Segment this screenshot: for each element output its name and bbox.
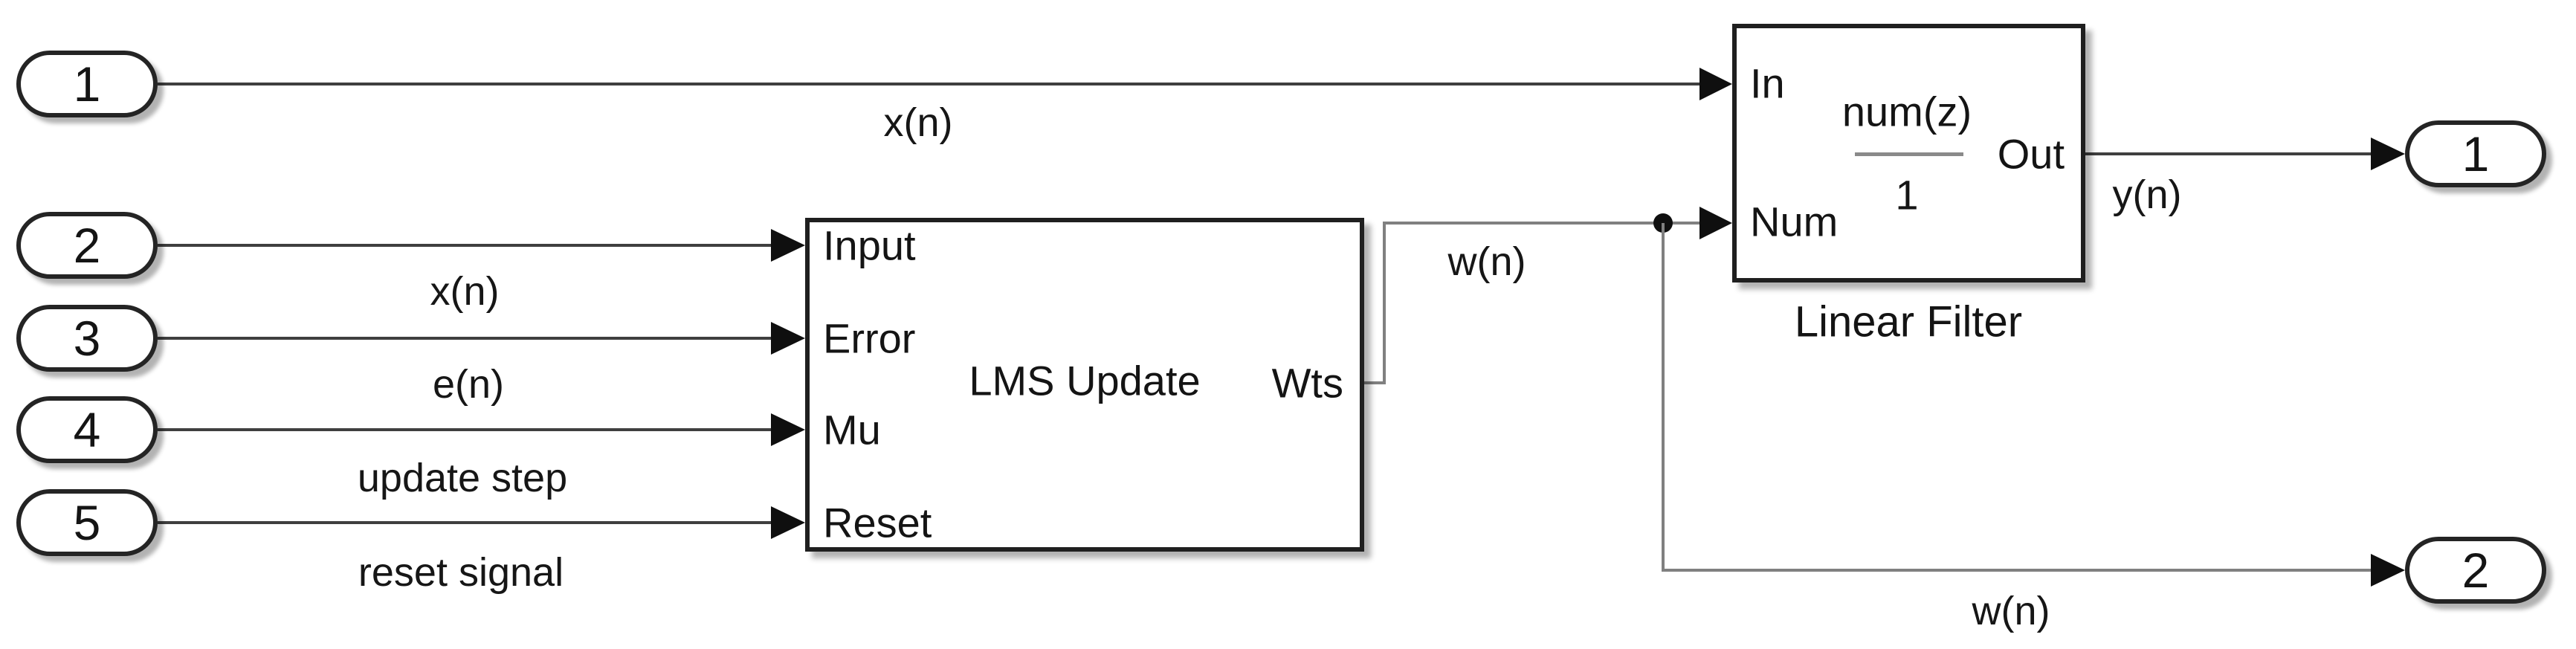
arrowhead-icon — [771, 506, 805, 539]
outport-2[interactable]: 2 — [2405, 537, 2546, 604]
arrowhead-icon — [1699, 207, 1732, 239]
linear-filter-caption: Linear Filter — [1794, 297, 2023, 346]
inport-5[interactable]: 5 — [16, 489, 158, 556]
signal-label-yn: y(n) — [2112, 172, 2182, 217]
lms-port-reset-label: Reset — [823, 499, 932, 546]
inport-3[interactable]: 3 — [16, 305, 158, 372]
arrowhead-icon — [2371, 138, 2405, 170]
arrowhead-icon — [771, 322, 805, 355]
outport-1-label: 1 — [2462, 126, 2490, 181]
lms-port-mu-label: Mu — [823, 406, 881, 453]
signal-label-wn-bottom: w(n) — [1972, 589, 2050, 633]
block-lms-update[interactable]: Input Error Mu Reset LMS Update Wts — [805, 218, 1364, 552]
outport-1[interactable]: 1 — [2405, 120, 2546, 187]
wire-xn-to-lms-input[interactable] — [158, 229, 805, 262]
arrowhead-icon — [771, 413, 805, 446]
signal-label-xn-top: x(n) — [883, 100, 953, 145]
wire-yn-out-to-outport1[interactable] — [2085, 138, 2405, 170]
transfer-fn-numerator: num(z) — [1841, 88, 1972, 135]
wire-update-step-to-lms-mu[interactable] — [158, 413, 805, 446]
inport-1-label: 1 — [73, 56, 101, 112]
linear-filter-port-num-label: Num — [1750, 198, 1839, 245]
inport-3-label: 3 — [73, 311, 101, 366]
wire-wn-wts-to-num[interactable] — [1364, 207, 1732, 384]
arrowhead-icon — [2371, 554, 2405, 587]
lms-port-wts-label: Wts — [1271, 359, 1343, 407]
lms-port-error-label: Error — [823, 314, 916, 362]
signal-label-wn-mid: w(n) — [1447, 239, 1526, 284]
linear-filter-port-out-label: Out — [1997, 130, 2065, 178]
block-linear-filter[interactable]: In Num Out num(z) 1 — [1732, 24, 2085, 282]
arrowhead-icon — [771, 229, 805, 262]
wire-xn-to-linear-filter-in[interactable] — [158, 68, 1732, 100]
inport-1[interactable]: 1 — [16, 51, 158, 117]
inport-2[interactable]: 2 — [16, 212, 158, 279]
wire-wn-branch-to-outport2[interactable] — [1662, 223, 2405, 587]
arrowhead-icon — [1699, 68, 1732, 100]
signal-label-xn-left: x(n) — [430, 269, 500, 314]
inport-5-label: 5 — [73, 495, 101, 550]
lms-port-input-label: Input — [823, 222, 916, 269]
transfer-fn-fraction-bar — [1855, 152, 1963, 156]
signal-label-update-step: update step — [357, 456, 568, 500]
inport-2-label: 2 — [73, 218, 101, 273]
linear-filter-port-in-label: In — [1750, 59, 1785, 107]
inport-4[interactable]: 4 — [16, 396, 158, 463]
outport-2-label: 2 — [2462, 543, 2490, 598]
transfer-fn-denominator: 1 — [1895, 171, 1919, 219]
wire-en-to-lms-error[interactable] — [158, 322, 805, 355]
lms-update-block-name: LMS Update — [969, 357, 1201, 404]
inport-4-label: 4 — [73, 402, 101, 457]
signal-label-en: e(n) — [432, 362, 505, 407]
signal-label-reset-signal: reset signal — [358, 550, 564, 595]
wire-reset-signal-to-lms-reset[interactable] — [158, 506, 805, 539]
